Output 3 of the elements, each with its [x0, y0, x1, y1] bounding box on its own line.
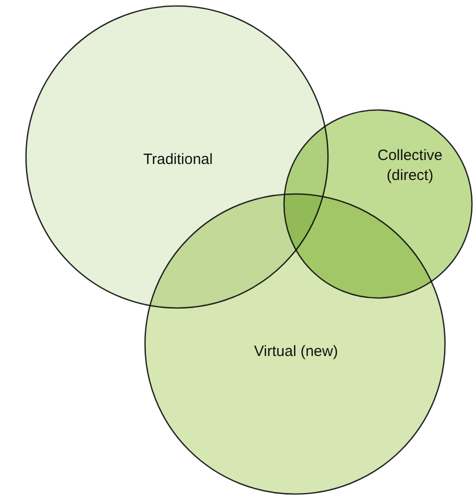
- circle-label: Virtual (new): [253, 342, 339, 362]
- circle-label: Traditional: [142, 150, 214, 170]
- circle-label: Collective (direct): [376, 146, 444, 186]
